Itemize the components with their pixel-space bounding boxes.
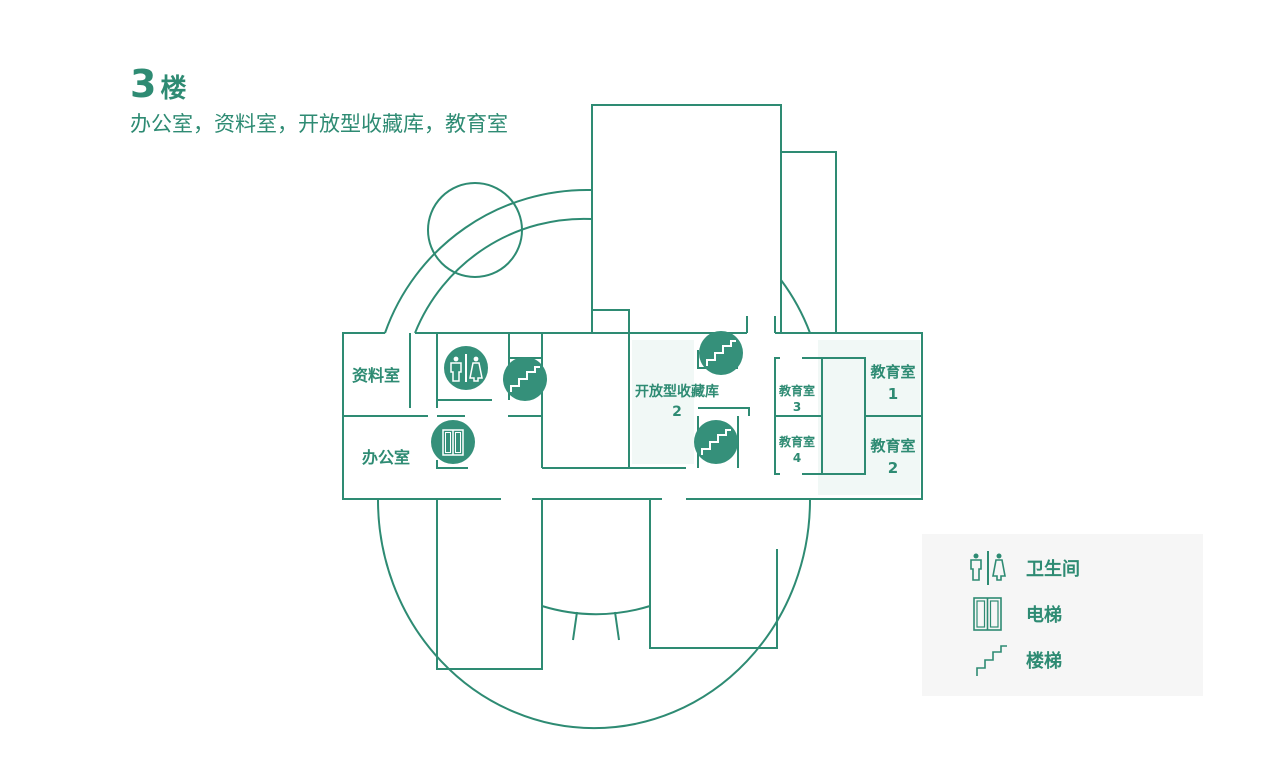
room-label-edu2-number: 2: [888, 459, 898, 477]
restroom-icon: [444, 346, 488, 390]
education-rooms-fill: [818, 340, 920, 495]
room-label-edu2: 教育室: [869, 437, 915, 455]
legend-item-elevator: 电梯: [966, 596, 1062, 632]
stairs-icon: [966, 642, 1010, 678]
floor-header: 3 楼 办公室，资料室，开放型收藏库，教育室: [130, 62, 508, 138]
stairs-icon: [503, 357, 547, 401]
floor-word: 楼: [160, 74, 187, 104]
room-label-storage: 开放型收藏库: [635, 383, 719, 400]
room-label-edu4-number: 4: [793, 451, 801, 465]
stairs-icon: [699, 331, 743, 375]
legend: 卫生间 电梯 楼梯: [922, 534, 1203, 696]
room-label-edu1-number: 1: [888, 385, 898, 403]
storage-room-fill: [632, 340, 694, 464]
legend-label-stairs: 楼梯: [1026, 651, 1062, 672]
walls: [342, 104, 923, 730]
room-label-office: 办公室: [362, 448, 410, 467]
elevator-icon: [431, 420, 475, 464]
legend-item-restroom: 卫生间: [966, 550, 1080, 586]
floor-subtitle: 办公室，资料室，开放型收藏库，教育室: [130, 112, 508, 136]
room-label-edu4: 教育室: [778, 434, 815, 449]
legend-label-elevator: 电梯: [1026, 605, 1062, 626]
legend-label-restroom: 卫生间: [1026, 559, 1080, 580]
stairs-icon: [694, 420, 738, 464]
legend-item-stairs: 楼梯: [966, 642, 1062, 678]
room-label-archive: 资料室: [352, 366, 400, 385]
floor-title: 3 楼: [130, 62, 508, 106]
restroom-icon: [966, 550, 1010, 586]
room-label-storage-number: 2: [672, 404, 682, 420]
room-label-edu1: 教育室: [869, 363, 915, 381]
room-label-edu3-number: 3: [793, 400, 801, 414]
elevator-icon: [966, 596, 1010, 632]
floor-number: 3: [130, 62, 157, 106]
room-label-edu3: 教育室: [778, 383, 815, 398]
